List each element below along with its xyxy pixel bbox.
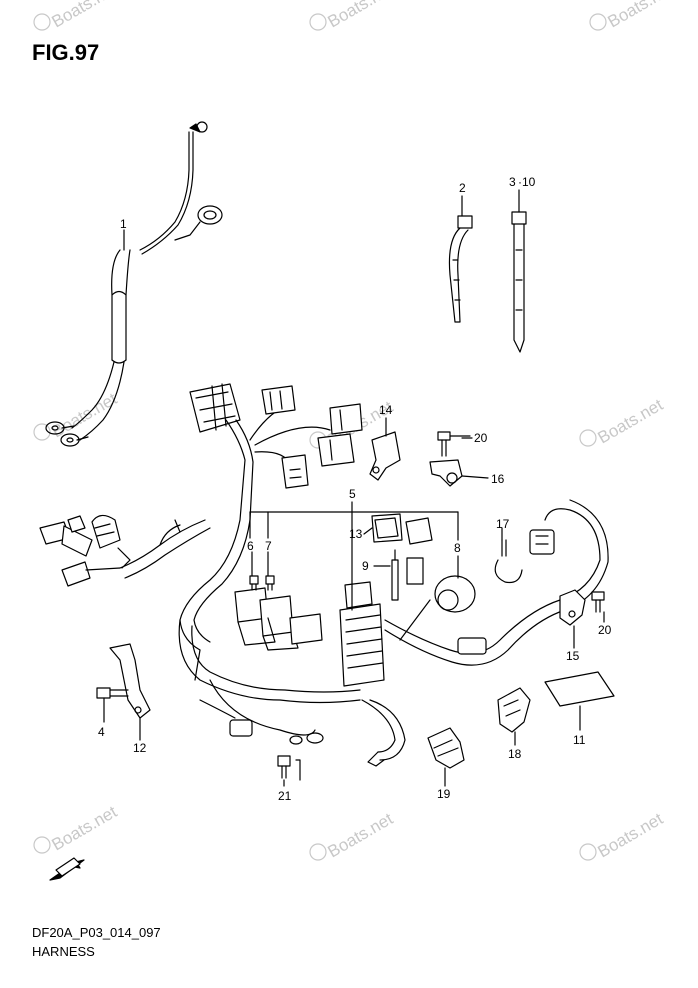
watermark-mid-right: Boats.net [579, 395, 667, 448]
svg-text:Boats.net: Boats.net [49, 802, 121, 855]
part-1-battery-cable [45, 121, 223, 447]
part-13-seal [371, 513, 403, 543]
callouts: 1 2 3 · 10 4 5 6 7 8 9 11 12 13 14 15 16… [98, 175, 612, 803]
part-17-band [494, 539, 523, 584]
callout-15: 15 [566, 649, 580, 663]
svg-text:Boats.net: Boats.net [325, 809, 397, 862]
callout-10: 10 [522, 175, 536, 189]
watermark-mid-left: Boats.net [33, 389, 120, 441]
part-21-bolt [277, 755, 291, 787]
figure-title: FIG.97 [32, 40, 100, 65]
watermark-top-mid: Boats.net [309, 0, 397, 31]
part-20-bolt-upper [437, 431, 471, 457]
callout-14: 14 [379, 403, 393, 417]
callout-13: 13 [349, 527, 363, 541]
part-7-fuse [265, 575, 275, 591]
part-18-clamp [497, 687, 531, 746]
callout-20-upper: 20 [474, 431, 488, 445]
part-19-clamp [427, 727, 465, 787]
part-relay [405, 517, 433, 545]
part-3-10-cable-tie [511, 211, 527, 353]
diagram-name: HARNESS [32, 944, 95, 959]
part-4-bolt [96, 687, 129, 723]
watermark-bot-right: Boats.net [579, 809, 667, 862]
watermark-bot-left: Boats.net [33, 802, 121, 855]
callout-18: 18 [508, 747, 522, 761]
callout-16: 16 [491, 472, 505, 486]
part-16-clamp [429, 459, 489, 487]
callout-9: 9 [362, 559, 369, 573]
part-12-bracket [109, 643, 151, 741]
fwd-arrow-icon [49, 857, 85, 881]
callout-20-lower: 20 [598, 623, 612, 637]
part-14-bracket [369, 431, 401, 481]
callout-3: 3 [509, 175, 516, 189]
svg-text:Boats.net: Boats.net [605, 0, 677, 31]
part-20-bolt-lower [591, 591, 605, 613]
leader-lines [123, 189, 605, 781]
callout-5: 5 [349, 487, 356, 501]
watermark-top-left: Boats.net [33, 0, 121, 31]
callout-21: 21 [278, 789, 292, 803]
diagram-code: DF20A_P03_014_097 [32, 925, 161, 940]
svg-text:Boats.net: Boats.net [49, 0, 121, 31]
watermark-top-right: Boats.net [589, 0, 677, 31]
svg-text:·: · [518, 175, 522, 189]
callout-4: 4 [98, 725, 105, 739]
callout-2: 2 [459, 181, 466, 195]
svg-text:Boats.net: Boats.net [325, 0, 397, 31]
watermark-bot-mid: Boats.net [309, 809, 397, 862]
svg-text:Boats.net: Boats.net [595, 809, 667, 862]
part-6-fuse [249, 575, 259, 591]
callout-8: 8 [454, 541, 461, 555]
part-15-bracket [559, 589, 586, 626]
callout-11: 11 [573, 733, 586, 747]
callout-1: 1 [120, 217, 127, 231]
callout-19: 19 [437, 787, 451, 801]
svg-text:Boats.net: Boats.net [595, 395, 667, 448]
part-2-cable-tie [448, 215, 473, 323]
callout-17: 17 [496, 517, 510, 531]
callout-12: 12 [133, 741, 147, 755]
callout-7: 7 [265, 539, 272, 553]
part-11-sheet [544, 671, 615, 731]
callout-6: 6 [247, 539, 254, 553]
